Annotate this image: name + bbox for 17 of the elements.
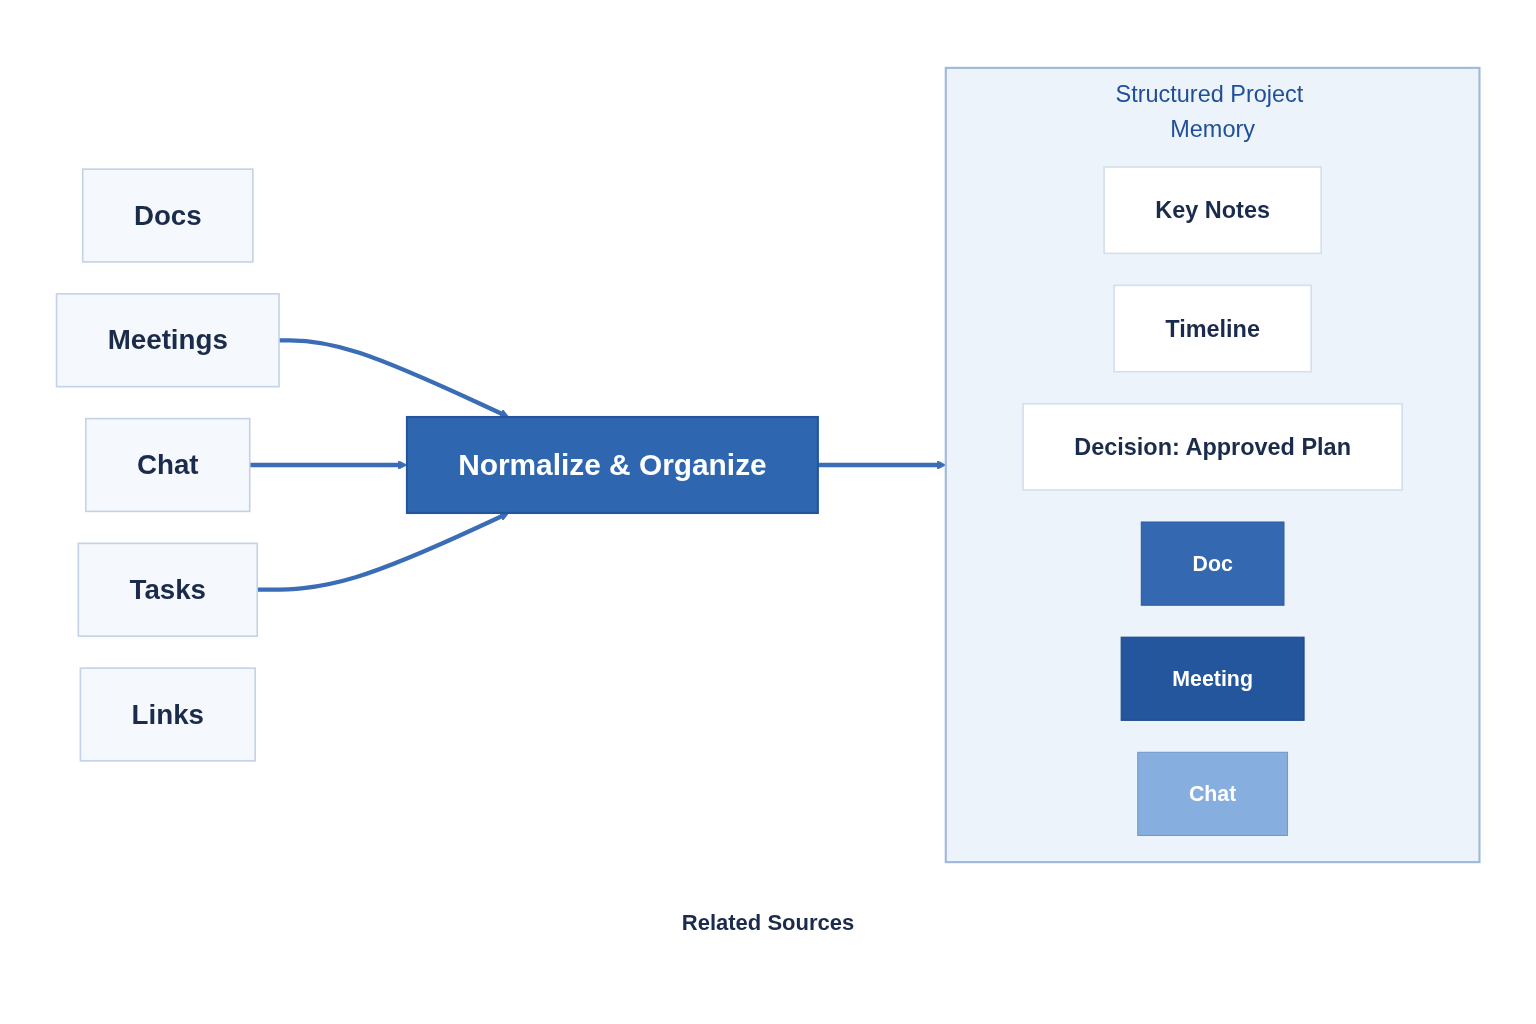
node-box	[1113, 284, 1312, 373]
node-box	[1103, 166, 1322, 255]
node-box	[1022, 402, 1403, 491]
node-box	[77, 542, 259, 637]
node-box	[55, 293, 280, 388]
node-box	[81, 168, 254, 263]
node-box	[405, 415, 819, 515]
arrow	[279, 338, 510, 418]
flowchart: Structured Project Memory Key Notes Timeline Decision: Approved Plan Doc Meeting Chat Docs Meetings Chat Tasks Links Normalize & Organize	[48, 40, 1488, 890]
cluster	[944, 66, 1481, 864]
node-box	[1137, 751, 1289, 836]
arrow	[257, 512, 510, 592]
section-label: Related Sources	[681, 910, 855, 936]
node-box	[85, 417, 251, 513]
node-box	[1120, 636, 1305, 721]
node-box	[1140, 521, 1285, 606]
node-box	[79, 667, 256, 762]
